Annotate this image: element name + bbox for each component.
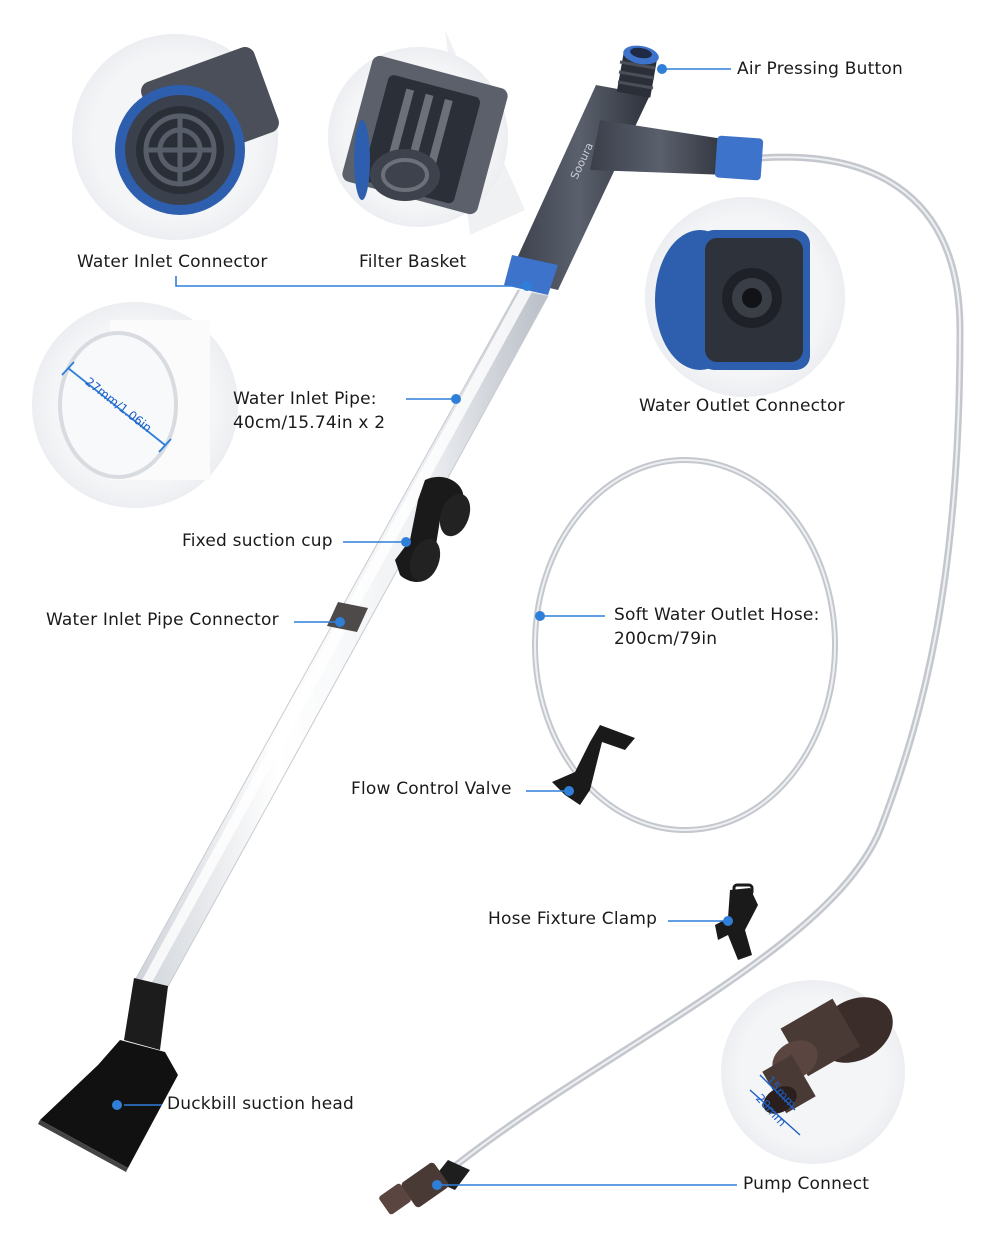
leader-dots [112, 64, 733, 1190]
inlet-connector-detail [72, 34, 279, 240]
pump-connector-part [379, 1160, 470, 1215]
suction-cup-part [395, 476, 471, 582]
air-pressing-button-label: Air Pressing Button [737, 59, 903, 79]
outlet-connector-detail [645, 197, 845, 397]
soft-hose-length: 200cm/79in [614, 629, 718, 649]
water-inlet-connector-label: Water Inlet Connector [77, 252, 268, 272]
duckbill-suction-head-label: Duckbill suction head [167, 1094, 355, 1114]
leader-lines [124, 68, 737, 1186]
pump-connect-label: Pump Connect [743, 1174, 870, 1194]
water-inlet-pipe-label: Water Inlet Pipe: 40cm/15.74in x 2 [233, 387, 385, 435]
water-inlet-pipe-title: Water Inlet Pipe: [233, 389, 377, 409]
flow-control-valve-label: Flow Control Valve [351, 779, 512, 799]
fixed-suction-cup-label: Fixed suction cup [182, 531, 333, 551]
soft-hose-title: Soft Water Outlet Hose: [614, 605, 820, 625]
flow-valve-part [552, 725, 635, 805]
handle-body: Sooura [504, 45, 764, 295]
hose-clamp-part [715, 883, 758, 960]
filter-basket-detail [328, 30, 525, 235]
water-inlet-pipe-connector-label: Water Inlet Pipe Connector [46, 610, 279, 630]
water-inlet-pipe-size: 40cm/15.74in x 2 [233, 413, 386, 433]
pipe-diameter-detail: 27mm/1.06in [32, 302, 238, 508]
duckbill-head [38, 978, 178, 1172]
soft-water-outlet-hose-label: Soft Water Outlet Hose: 200cm/79in [614, 603, 820, 651]
hose-fixture-clamp-label: Hose Fixture Clamp [488, 909, 658, 929]
water-outlet-connector-label: Water Outlet Connector [639, 396, 845, 416]
filter-basket-label: Filter Basket [359, 252, 467, 272]
pump-connect-detail: 15mm 20mm [721, 980, 905, 1164]
